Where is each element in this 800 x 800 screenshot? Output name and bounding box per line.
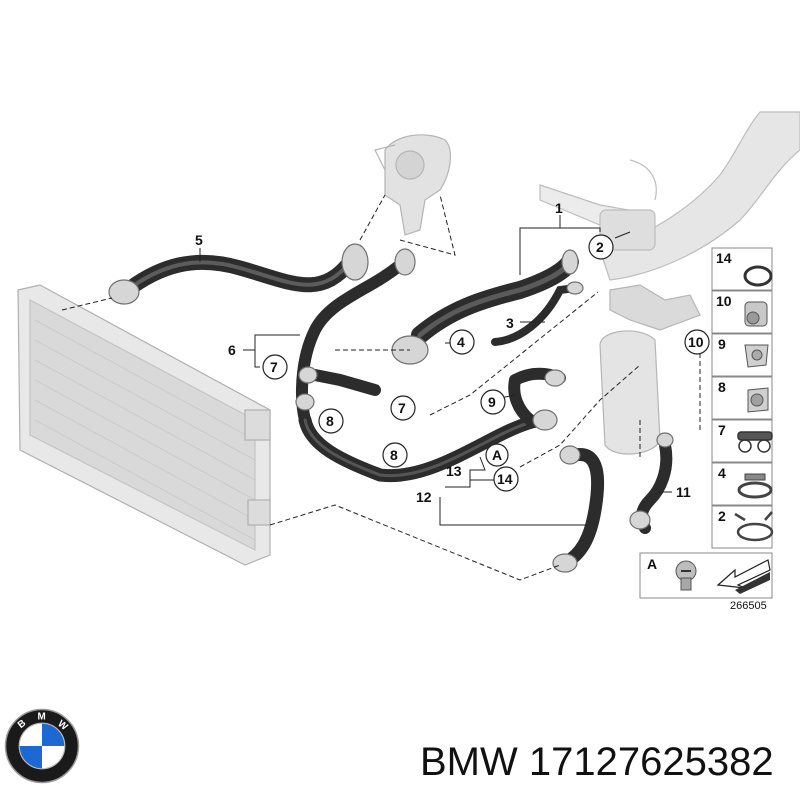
radiator bbox=[17, 284, 271, 566]
callout-8-lower: 8 bbox=[390, 447, 398, 463]
callout-13: 13 bbox=[446, 463, 462, 479]
legend-num-10: 10 bbox=[716, 293, 732, 309]
callout-2: 2 bbox=[596, 239, 604, 255]
callout-circle-9 bbox=[480, 389, 506, 415]
callout-circle-2 bbox=[588, 234, 614, 260]
legend-num-8: 8 bbox=[718, 379, 726, 395]
bleed-screw-icon bbox=[675, 560, 697, 591]
legend-num-2: 2 bbox=[718, 508, 726, 524]
o-ring-icon bbox=[743, 265, 773, 287]
callout-3: 3 bbox=[506, 315, 514, 331]
callout-11: 11 bbox=[676, 484, 691, 500]
callout-4: 4 bbox=[457, 334, 465, 350]
callout-5: 5 bbox=[195, 232, 203, 248]
legend-num-4: 4 bbox=[718, 465, 726, 481]
legend-num-A: A bbox=[647, 556, 657, 572]
hose-clamp-icon bbox=[737, 473, 773, 499]
callout-circle-14 bbox=[493, 466, 519, 492]
connector-clip-icon bbox=[747, 387, 769, 413]
callout-circles bbox=[262, 234, 710, 492]
thermostat-housing bbox=[374, 134, 452, 236]
callout-7-upper: 7 bbox=[270, 359, 278, 375]
brand-name: BMW bbox=[420, 740, 518, 784]
legend-num-9: 9 bbox=[718, 336, 726, 352]
callout-12: 12 bbox=[416, 489, 432, 505]
part-number: 17127625382 bbox=[528, 740, 774, 784]
callout-1: 1 bbox=[555, 200, 563, 216]
callout-labels: 1 2 3 4 5 6 7 7 8 8 9 10 11 12 13 14 A bbox=[195, 200, 704, 505]
callout-14: 14 bbox=[497, 471, 513, 487]
legend-num-7: 7 bbox=[718, 422, 726, 438]
bmw-logo: B M W bbox=[4, 708, 80, 784]
logo-letter-m: M bbox=[37, 711, 45, 722]
callout-10: 10 bbox=[688, 334, 704, 350]
callout-circle-A bbox=[485, 443, 509, 467]
hose-clip-icon bbox=[744, 344, 769, 368]
callout-8-upper: 8 bbox=[326, 413, 334, 429]
callout-circle-7-upper bbox=[262, 354, 288, 380]
expansion-tank bbox=[599, 284, 701, 455]
callout-circle-4 bbox=[449, 329, 475, 355]
callout-7-lower: 7 bbox=[398, 400, 406, 416]
leader-lines bbox=[61, 194, 701, 581]
callout-circle-7-lower bbox=[390, 395, 416, 421]
double-clip-icon bbox=[737, 431, 773, 453]
spring-clamp-icon bbox=[734, 511, 774, 542]
product-caption: BMW 17127625382 bbox=[420, 738, 795, 786]
callout-9: 9 bbox=[488, 394, 496, 410]
quick-connector-icon bbox=[744, 301, 768, 327]
callout-circle-8-lower bbox=[382, 442, 408, 468]
callout-A: A bbox=[492, 447, 502, 463]
callout-6: 6 bbox=[228, 342, 236, 358]
callout-circle-8-upper bbox=[318, 408, 344, 434]
parts-legend: 14 10 9 8 7 4 2 A 266505 bbox=[639, 247, 774, 612]
hose-connectors bbox=[108, 243, 674, 573]
arrow-pointer-icon bbox=[716, 559, 771, 594]
engine-pipe-sketch bbox=[539, 111, 800, 281]
legend-num-14: 14 bbox=[716, 250, 732, 266]
drawing-number: 266505 bbox=[730, 600, 767, 612]
callout-circle-10 bbox=[684, 329, 710, 355]
